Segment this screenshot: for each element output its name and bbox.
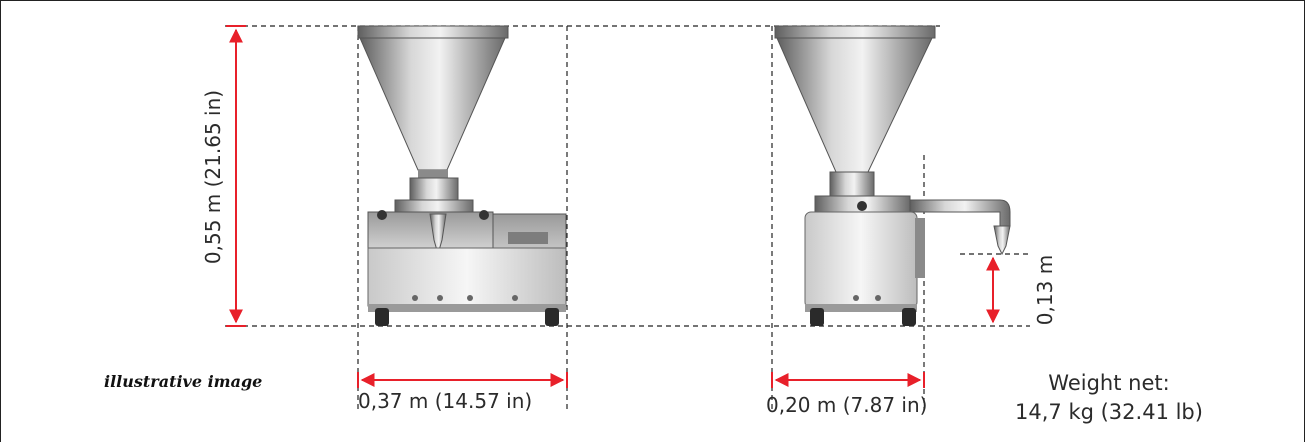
- weight-value: 14,7 kg (32.41 lb): [1015, 400, 1203, 424]
- illustrative-caption: illustrative image: [104, 372, 263, 391]
- side-width-label: 0,20 m (7.87 in): [766, 393, 928, 417]
- height-dimension-label: 0,55 m (21.65 in): [201, 89, 225, 265]
- weight-title: Weight net:: [1048, 371, 1170, 395]
- side-view-machine: [774, 25, 1011, 326]
- front-view-machine: [357, 25, 567, 326]
- nozzle-height-label: 0,13 m: [1033, 254, 1057, 326]
- front-width-label: 0,37 m (14.57 in): [358, 389, 533, 413]
- dimension-arrows: [229, 28, 1000, 387]
- guide-lines: [225, 25, 1030, 410]
